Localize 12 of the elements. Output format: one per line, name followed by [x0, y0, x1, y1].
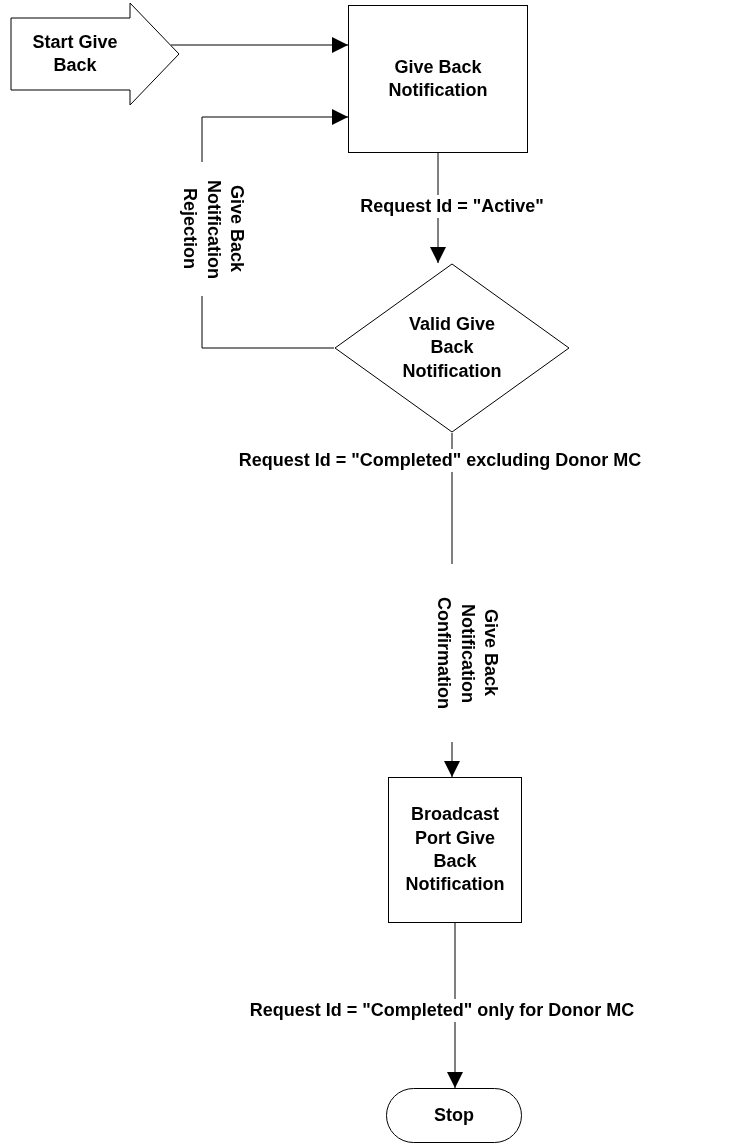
node-label: Broadcast Port Give Back Notification	[404, 803, 506, 897]
process-box	[388, 777, 522, 923]
node-label: Start Give Back	[31, 30, 119, 77]
node-label: Valid Give Back Notification	[401, 312, 503, 383]
arrow	[430, 152, 446, 264]
node-label: Stop	[434, 1103, 474, 1127]
edge-label: Request Id = "Completed" excluding Donor MC	[236, 449, 644, 473]
edge-label: Request Id = "Completed" only for Donor MC	[247, 999, 637, 1023]
process-box	[348, 5, 528, 153]
edge-label: Request Id = "Active"	[358, 195, 546, 219]
node-label: Give Back Notification	[387, 55, 489, 102]
arrow	[170, 37, 349, 53]
